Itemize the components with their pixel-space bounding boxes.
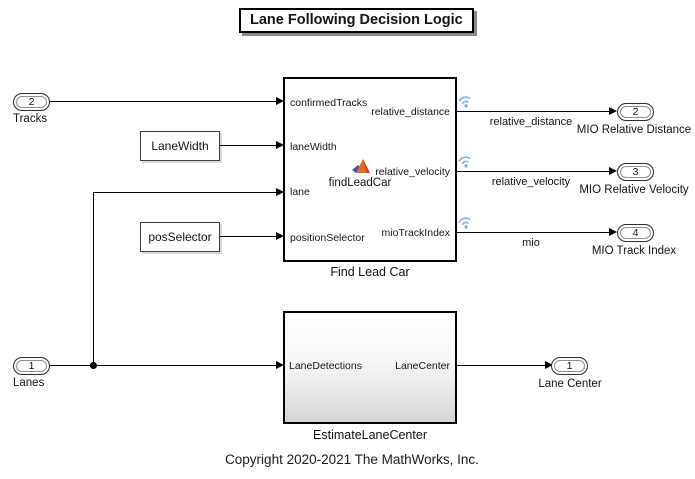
inport-tracks-label: Tracks	[13, 113, 48, 125]
inport-tracks-number: 2	[28, 96, 35, 108]
signal-label-mio: mio	[522, 237, 540, 249]
block-lanewidth[interactable]: LaneWidth	[140, 131, 220, 161]
inport-tracks[interactable]: 2	[13, 93, 50, 111]
outport-lane-center[interactable]: 1	[551, 357, 588, 375]
signal-line-relative-velocity[interactable]	[457, 171, 609, 172]
diagram-title-annotation[interactable]: Lane Following Decision Logic	[239, 8, 474, 33]
logged-signal-icon	[458, 96, 471, 108]
matlab-logo-icon	[352, 159, 370, 173]
signal-line-lanewidth[interactable]	[220, 145, 277, 146]
logged-signal-icon	[458, 217, 471, 229]
line-arrowhead	[609, 107, 617, 115]
outport-number: 4	[632, 227, 639, 239]
outport-mio-relative-distance-label: MIO Relative Distance	[576, 124, 692, 136]
signal-line-posselector[interactable]	[220, 236, 277, 237]
outport-mio-relative-velocity-label: MIO Relative Velocity	[579, 184, 689, 196]
outport-number: 3	[632, 166, 639, 178]
inport-lanes-number: 1	[28, 360, 35, 372]
block-estimate-lane-center-name: EstimateLaneCenter	[313, 428, 427, 442]
signal-line-lane-branch-horizontal[interactable]	[93, 192, 277, 193]
signal-line-tracks[interactable]	[50, 101, 277, 102]
block-posselector-label: posSelector	[148, 230, 212, 244]
estimate-lane-center-inport-label: LaneDetections	[289, 360, 362, 372]
line-arrowhead	[276, 97, 284, 105]
signal-line-relative-distance[interactable]	[457, 111, 609, 112]
block-posselector[interactable]: posSelector	[140, 222, 220, 252]
outport-number: 2	[632, 106, 639, 118]
block-find-lead-car[interactable]	[283, 77, 457, 262]
find-lead-car-inport-label: positionSelector	[290, 232, 365, 244]
block-find-lead-car-name: Find Lead Car	[330, 265, 410, 279]
line-arrowhead	[609, 228, 617, 236]
logged-signal-icon	[458, 156, 471, 168]
outport-number: 1	[566, 360, 573, 372]
find-lead-car-function-name: findLeadCar	[328, 177, 392, 189]
signal-line-lane-center[interactable]	[457, 365, 545, 366]
line-arrowhead	[276, 141, 284, 149]
line-arrowhead	[609, 167, 617, 175]
copyright-annotation[interactable]: Copyright 2020-2021 The MathWorks, Inc.	[225, 452, 479, 467]
find-lead-car-outport-label: relative_velocity	[375, 166, 450, 178]
inport-lanes-label: Lanes	[13, 377, 45, 389]
outport-mio-relative-velocity[interactable]: 3	[617, 163, 654, 181]
signal-label-relative-distance: relative_distance	[489, 116, 573, 128]
line-arrowhead	[276, 232, 284, 240]
find-lead-car-inport-label: lane	[290, 186, 310, 198]
line-arrowhead	[545, 361, 553, 369]
outport-lane-center-label: Lane Center	[538, 378, 602, 390]
estimate-lane-center-outport-label: LaneCenter	[395, 360, 450, 372]
signal-line-lanes[interactable]	[50, 365, 277, 366]
find-lead-car-outport-label: relative_distance	[371, 106, 450, 118]
signal-line-mio[interactable]	[457, 232, 609, 233]
line-arrowhead	[276, 361, 284, 369]
signal-line-lane-branch-vertical[interactable]	[93, 192, 94, 366]
find-lead-car-inport-label: laneWidth	[290, 141, 337, 153]
outport-mio-track-index-label: MIO Track Index	[591, 245, 677, 257]
find-lead-car-inport-label: confirmedTracks	[290, 97, 368, 109]
block-lanewidth-label: LaneWidth	[151, 139, 209, 153]
find-lead-car-outport-label: mioTrackIndex	[381, 227, 450, 239]
inport-lanes[interactable]: 1	[13, 357, 50, 375]
signal-label-relative-velocity: relative_velocity	[491, 176, 571, 188]
outport-mio-track-index[interactable]: 4	[617, 224, 654, 242]
line-arrowhead	[276, 188, 284, 196]
outport-mio-relative-distance[interactable]: 2	[617, 103, 654, 121]
block-estimate-lane-center[interactable]	[283, 311, 457, 424]
